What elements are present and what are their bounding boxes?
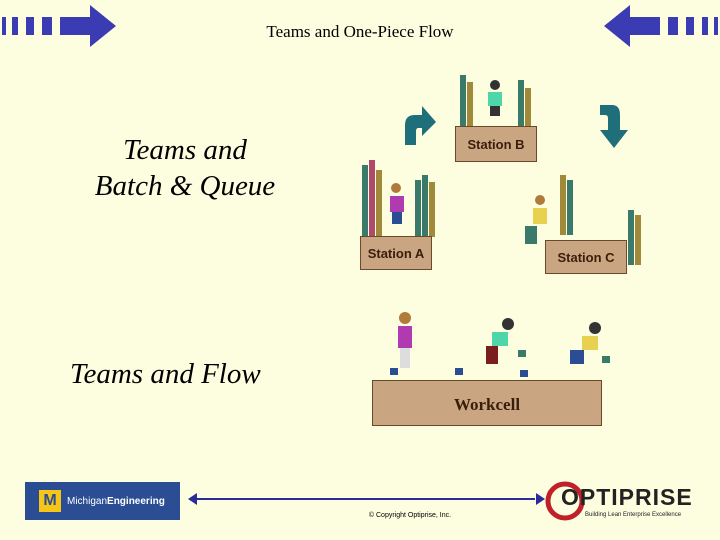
worker-icon <box>398 312 412 368</box>
heading-batch-queue: Teams and Batch & Queue <box>60 132 310 204</box>
slide-title: Teams and One-Piece Flow <box>266 22 454 41</box>
block-m-icon: M <box>39 490 61 512</box>
forward-nav-button[interactable] <box>600 0 720 50</box>
back-arrow-icon <box>2 5 116 47</box>
footer-arrow-icon <box>188 493 545 505</box>
worker-icon <box>390 183 404 224</box>
part-icon <box>520 370 528 377</box>
heading-batch-line1: Teams and <box>123 134 247 166</box>
michigan-logo-text-1: Michigan <box>67 495 108 507</box>
parts-stack-icon <box>362 160 435 237</box>
michigan-logo-text-2: Engineering <box>107 495 165 507</box>
part-icon <box>455 368 463 375</box>
part-icon <box>602 356 610 363</box>
worker-icon <box>488 80 502 116</box>
forward-arrow-icon <box>604 5 718 47</box>
station-b: Station B <box>455 126 537 162</box>
optiprise-tagline: Building Lean Enterprise Excellence <box>585 512 682 518</box>
back-nav-button[interactable] <box>0 0 120 50</box>
footer-divider <box>195 498 535 500</box>
optiprise-swirl-icon <box>545 481 585 521</box>
workcell: Workcell <box>372 380 602 426</box>
optiprise-logo: OPTIPRISE Building Lean Enterprise Excel… <box>545 478 692 526</box>
worker-icon <box>486 318 514 364</box>
footer-copyright: © Copyright Optiprise, Inc. <box>368 512 452 519</box>
heading-flow: Teams and Flow <box>70 358 261 390</box>
worker-icon <box>570 322 601 364</box>
parts-stack-icon <box>460 75 531 127</box>
flow-arrow-icon <box>405 105 628 148</box>
worker-icon <box>525 195 547 244</box>
batch-queue-illustration <box>362 75 641 265</box>
parts-stack-icon <box>560 175 641 265</box>
part-icon <box>518 350 526 357</box>
optiprise-logo-text: OPTIPRISE <box>561 484 693 510</box>
part-icon <box>390 368 398 375</box>
station-a: Station A <box>360 236 432 270</box>
flow-illustration <box>390 312 610 377</box>
heading-batch-line2: Batch & Queue <box>94 170 276 202</box>
station-c: Station C <box>545 240 627 274</box>
